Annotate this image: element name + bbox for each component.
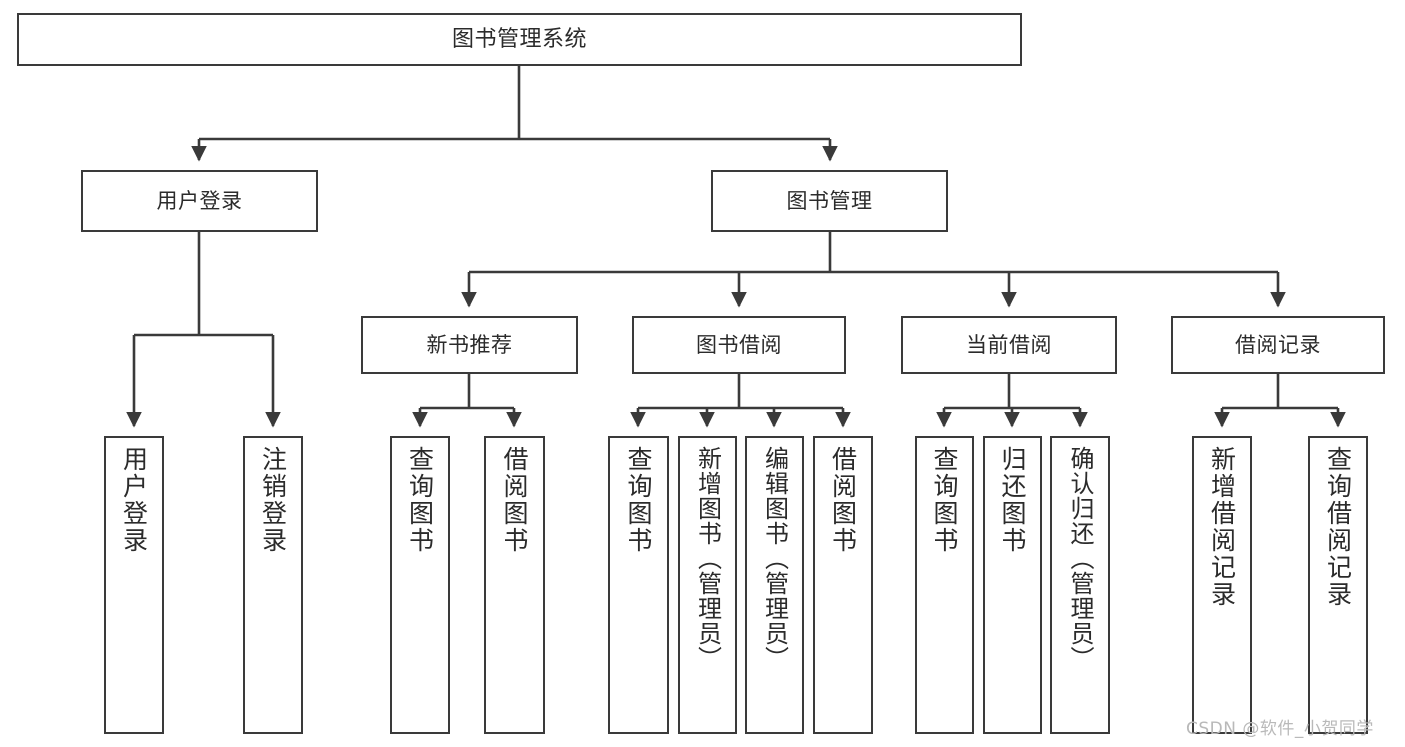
node-book-management[interactable]: 图书管理 <box>711 170 948 232</box>
node-label: 查询图书 <box>624 446 653 554</box>
node-new-book-recommend[interactable]: 新书推荐 <box>361 316 578 374</box>
leaf-query-book-borrow[interactable]: 查询图书 <box>608 436 669 734</box>
leaf-query-book-current[interactable]: 查询图书 <box>915 436 974 734</box>
node-label: 当前借阅 <box>966 332 1052 357</box>
node-user-login[interactable]: 用户登录 <box>81 170 318 232</box>
node-label: 新增借阅记录 <box>1207 446 1237 608</box>
node-label: 新书推荐 <box>426 332 513 357</box>
node-book-borrow[interactable]: 图书借阅 <box>632 316 846 374</box>
node-label: 借阅记录 <box>1235 332 1321 357</box>
node-book-management-system[interactable]: 图书管理系统 <box>17 13 1022 66</box>
node-current-borrow[interactable]: 当前借阅 <box>901 316 1117 374</box>
node-label: 注销登录 <box>258 446 288 554</box>
node-label: 借阅图书 <box>828 446 858 554</box>
node-label: 查询借阅记录 <box>1323 446 1353 608</box>
node-label: 归还图书 <box>998 446 1027 554</box>
leaf-borrow-book-recommend[interactable]: 借阅图书 <box>484 436 545 734</box>
node-label: 图书管理系统 <box>451 26 587 52</box>
leaf-query-book-recommend[interactable]: 查询图书 <box>390 436 450 734</box>
csdn-watermark: CSDN @软件_小贺同学 <box>1186 719 1374 739</box>
leaf-borrow-book[interactable]: 借阅图书 <box>813 436 873 734</box>
leaf-confirm-return-admin[interactable]: 确认归还（管理员） <box>1050 436 1110 734</box>
node-label: 查询图书 <box>405 446 435 554</box>
node-label: 用户登录 <box>119 446 149 554</box>
leaf-add-book-admin[interactable]: 新增图书（管理员） <box>678 436 737 734</box>
node-label: 用户登录 <box>156 188 243 213</box>
leaf-return-book[interactable]: 归还图书 <box>983 436 1042 734</box>
node-label: 借阅图书 <box>500 446 529 554</box>
node-label: 确认归还（管理员） <box>1066 446 1094 671</box>
leaf-logout[interactable]: 注销登录 <box>243 436 303 734</box>
node-borrow-record[interactable]: 借阅记录 <box>1171 316 1385 374</box>
node-label: 新增图书（管理员） <box>693 446 722 671</box>
leaf-user-login[interactable]: 用户登录 <box>104 436 164 734</box>
node-label: 编辑图书（管理员） <box>760 446 789 671</box>
node-label: 图书借阅 <box>696 332 782 357</box>
node-label: 查询图书 <box>930 446 959 554</box>
leaf-add-borrow-record[interactable]: 新增借阅记录 <box>1192 436 1252 734</box>
leaf-query-borrow-record[interactable]: 查询借阅记录 <box>1308 436 1368 734</box>
node-label: 图书管理 <box>786 188 873 213</box>
leaf-edit-book-admin[interactable]: 编辑图书（管理员） <box>745 436 804 734</box>
